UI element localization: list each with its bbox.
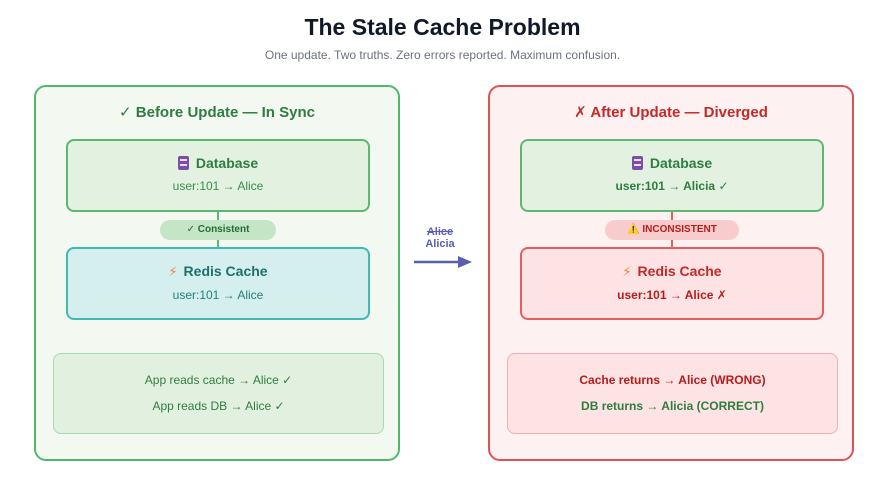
after-cache-value: user:101 → Alice ✗ (617, 288, 727, 302)
after-database-box: Database user:101 → Alicia ✓ (520, 139, 824, 212)
database-icon (631, 156, 643, 170)
after-database-value: user:101 → Alicia ✓ (615, 179, 729, 193)
arrow-right-icon (414, 256, 472, 268)
before-cache-title: Redis Cache (183, 263, 268, 279)
before-database-value: user:101 → Alice (172, 179, 264, 193)
before-database-title: Database (195, 155, 259, 171)
update-transition: Alice Alicia (412, 226, 476, 276)
after-summary-line-2: DB returns → Alicia (CORRECT) (581, 399, 764, 413)
old-value-label: Alice (426, 226, 454, 238)
inconsistent-badge: ⚠️ INCONSISTENT (605, 220, 739, 240)
after-summary-line-1: Cache returns → Alice (WRONG) (579, 373, 766, 387)
before-update-panel: ✓ Before Update — In Sync Database user:… (34, 85, 400, 461)
before-cache-box: ⚡ Redis Cache user:101 → Alice (66, 247, 370, 320)
before-cache-value: user:101 → Alice (172, 288, 264, 302)
lightning-icon: ⚡ (168, 264, 178, 279)
after-panel-heading: ✗ After Update — Diverged (574, 104, 768, 121)
after-summary-box: Cache returns → Alice (WRONG) DB returns… (507, 353, 838, 434)
before-summary-box: App reads cache → Alice ✓ App reads DB →… (53, 353, 384, 434)
lightning-icon: ⚡ (622, 264, 632, 279)
new-value-label: Alicia (425, 238, 455, 250)
before-summary-line-2: App reads DB → Alice ✓ (152, 399, 285, 413)
consistent-badge: ✓ Consistent (160, 220, 276, 240)
after-database-title: Database (649, 155, 713, 171)
database-icon (177, 156, 189, 170)
page-title: The Stale Cache Problem (304, 14, 581, 40)
after-cache-box: ⚡ Redis Cache user:101 → Alice ✗ (520, 247, 824, 320)
before-panel-heading: ✓ Before Update — In Sync (119, 104, 315, 121)
after-cache-title: Redis Cache (637, 263, 722, 279)
after-update-panel: ✗ After Update — Diverged Database user:… (488, 85, 854, 461)
before-database-box: Database user:101 → Alice (66, 139, 370, 212)
before-summary-line-1: App reads cache → Alice ✓ (144, 373, 293, 387)
page-subtitle: One update. Two truths. Zero errors repo… (264, 48, 621, 62)
